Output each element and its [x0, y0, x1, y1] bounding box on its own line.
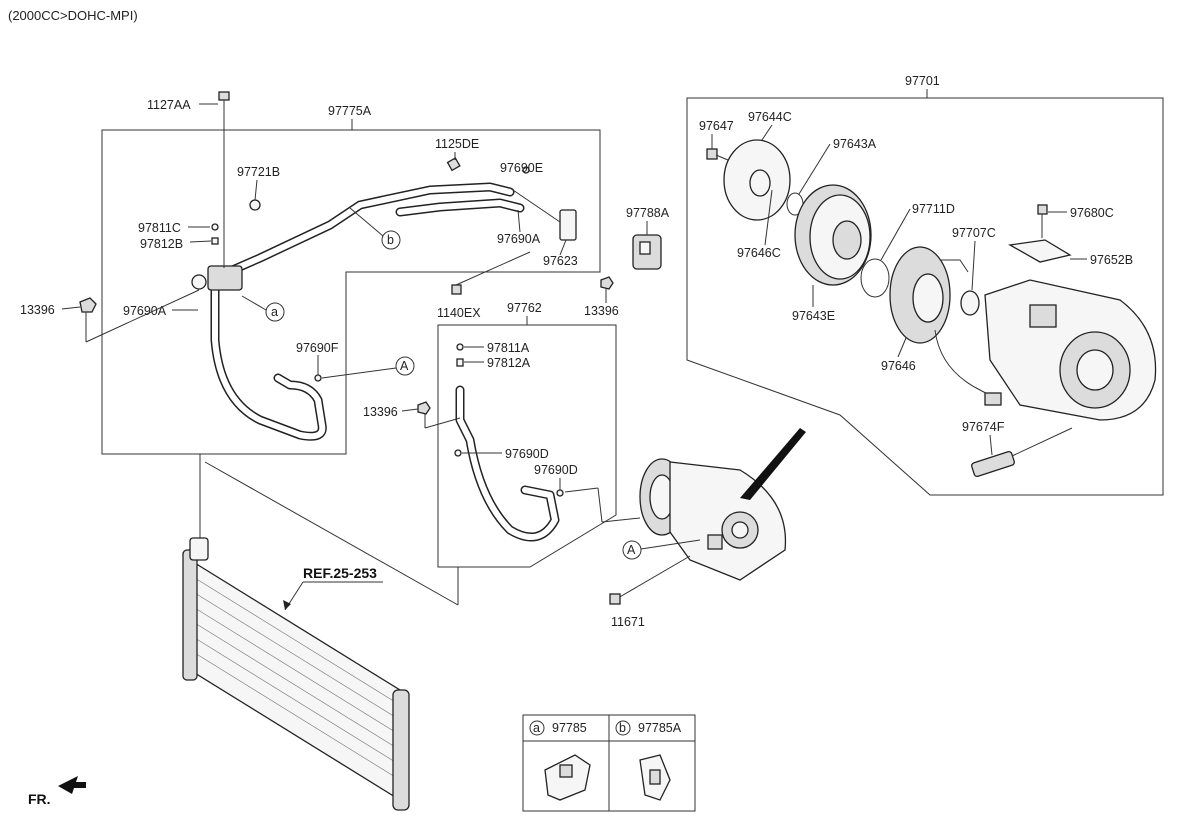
valve-97812B-icon: [211, 237, 219, 245]
hose-assembly-box: [101, 129, 601, 455]
label-1125DE: 1125DE: [435, 137, 479, 151]
front-orientation-label: FR.: [28, 791, 51, 807]
label-97721B: 97721B: [237, 165, 280, 179]
snap-ring-97711D-icon: [860, 258, 890, 298]
label-97811C: 97811C: [138, 221, 181, 235]
label-97811A: 97811A: [487, 341, 530, 355]
label-13396-left: 13396: [20, 303, 55, 317]
nut-13396-left-icon: [79, 297, 97, 313]
label-97623: 97623: [543, 254, 578, 268]
bolt-11671-icon: [609, 555, 691, 605]
oring-97811C-icon: [211, 223, 219, 231]
callout-b-upper-text: b: [387, 233, 394, 247]
label-97674F: 97674F: [962, 420, 1005, 434]
clip-97785A-icon: [639, 754, 671, 801]
label-97711D: 97711D: [912, 202, 955, 216]
pulley-97643E-icon: [794, 184, 872, 286]
oring-97690E-icon: [522, 166, 530, 174]
label-97707C: 97707C: [952, 226, 996, 240]
nut-13396-mid-icon: [600, 276, 614, 290]
callout-A-upper-text: A: [400, 359, 409, 373]
label-13396-mid: 13396: [584, 304, 619, 318]
oring-97707C-icon: [960, 290, 980, 316]
bolt-97680C-icon: [1037, 204, 1048, 238]
field-coil-97646-icon: [889, 246, 1002, 406]
bolt-1127AA-icon: [218, 91, 230, 268]
label-1140EX: 1140EX: [437, 306, 481, 320]
callout-A-lower-text: A: [627, 543, 636, 557]
oring-97811A-icon: [456, 343, 464, 351]
compressor-assembly-box: [686, 97, 1164, 496]
bolt-97647-icon: [706, 148, 729, 161]
label-97644C: 97644C: [748, 110, 792, 124]
valve-97812A-icon: [456, 358, 464, 367]
liquid-line-box: [437, 324, 617, 568]
clip-97785-icon: [544, 754, 591, 801]
label-97680C: 97680C: [1070, 206, 1114, 220]
callout-A-lower: [622, 540, 642, 560]
hose-manifold-block: [207, 265, 243, 291]
hose-assembly-label: 97775A: [328, 104, 372, 118]
liquid-line-label: 97762: [507, 301, 542, 315]
legend-b-key: b: [619, 721, 626, 735]
label-97690E: 97690E: [500, 161, 543, 175]
label-97646: 97646: [881, 359, 916, 373]
label-97643A: 97643A: [833, 137, 877, 151]
label-97788A: 97788A: [626, 206, 670, 220]
legend-b-part: 97785A: [638, 721, 682, 735]
label-97690A-left: 97690A: [123, 304, 167, 318]
label-1127AA: 1127AA: [147, 98, 191, 112]
label-97690A-right: 97690A: [497, 232, 541, 246]
reference-label: REF.25-253: [303, 565, 377, 581]
label-97690D-2: 97690D: [534, 463, 578, 477]
oring-97690F-icon: [314, 374, 322, 382]
engine-spec-label: (2000CC>DOHC-MPI): [8, 8, 138, 23]
nut-13396-lower-icon: [417, 401, 431, 415]
legend-a-key: a: [533, 721, 540, 735]
clutch-plate-97644C-icon: [723, 139, 791, 221]
condenser-icon: [182, 537, 410, 811]
plate-97652B-icon: [1008, 239, 1072, 263]
front-arrow-icon: [58, 776, 86, 794]
compressor-body-icon: [984, 279, 1157, 421]
legend-box: a 97785 b 97785A: [522, 714, 696, 812]
label-97812B: 97812B: [140, 237, 183, 251]
oring-97690D-1-icon: [454, 449, 462, 457]
clip-97721B-icon: [249, 199, 261, 211]
label-97652B: 97652B: [1090, 253, 1133, 267]
callout-a-upper: [265, 302, 285, 322]
callout-A-upper: [395, 356, 415, 376]
pressure-switch-97674F-icon: [970, 427, 1073, 478]
label-13396-lower: 13396: [363, 405, 398, 419]
bolt-1140EX-icon: [451, 284, 462, 295]
label-97812A: 97812A: [487, 356, 531, 370]
label-97647: 97647: [699, 119, 734, 133]
label-97690F: 97690F: [296, 341, 339, 355]
oring-97690D-2-icon: [556, 489, 564, 497]
callout-a-upper-text: a: [271, 305, 278, 319]
valve-97623-icon: [559, 209, 577, 241]
callout-b-upper: [381, 230, 401, 250]
bolt-1125DE-icon: [446, 157, 461, 172]
label-97643E: 97643E: [792, 309, 835, 323]
label-97690D-1: 97690D: [505, 447, 549, 461]
legend-a-part: 97785: [552, 721, 587, 735]
label-97646C: 97646C: [737, 246, 781, 260]
compressor-assembly-label: 97701: [905, 74, 940, 88]
label-11671: 11671: [611, 615, 645, 629]
